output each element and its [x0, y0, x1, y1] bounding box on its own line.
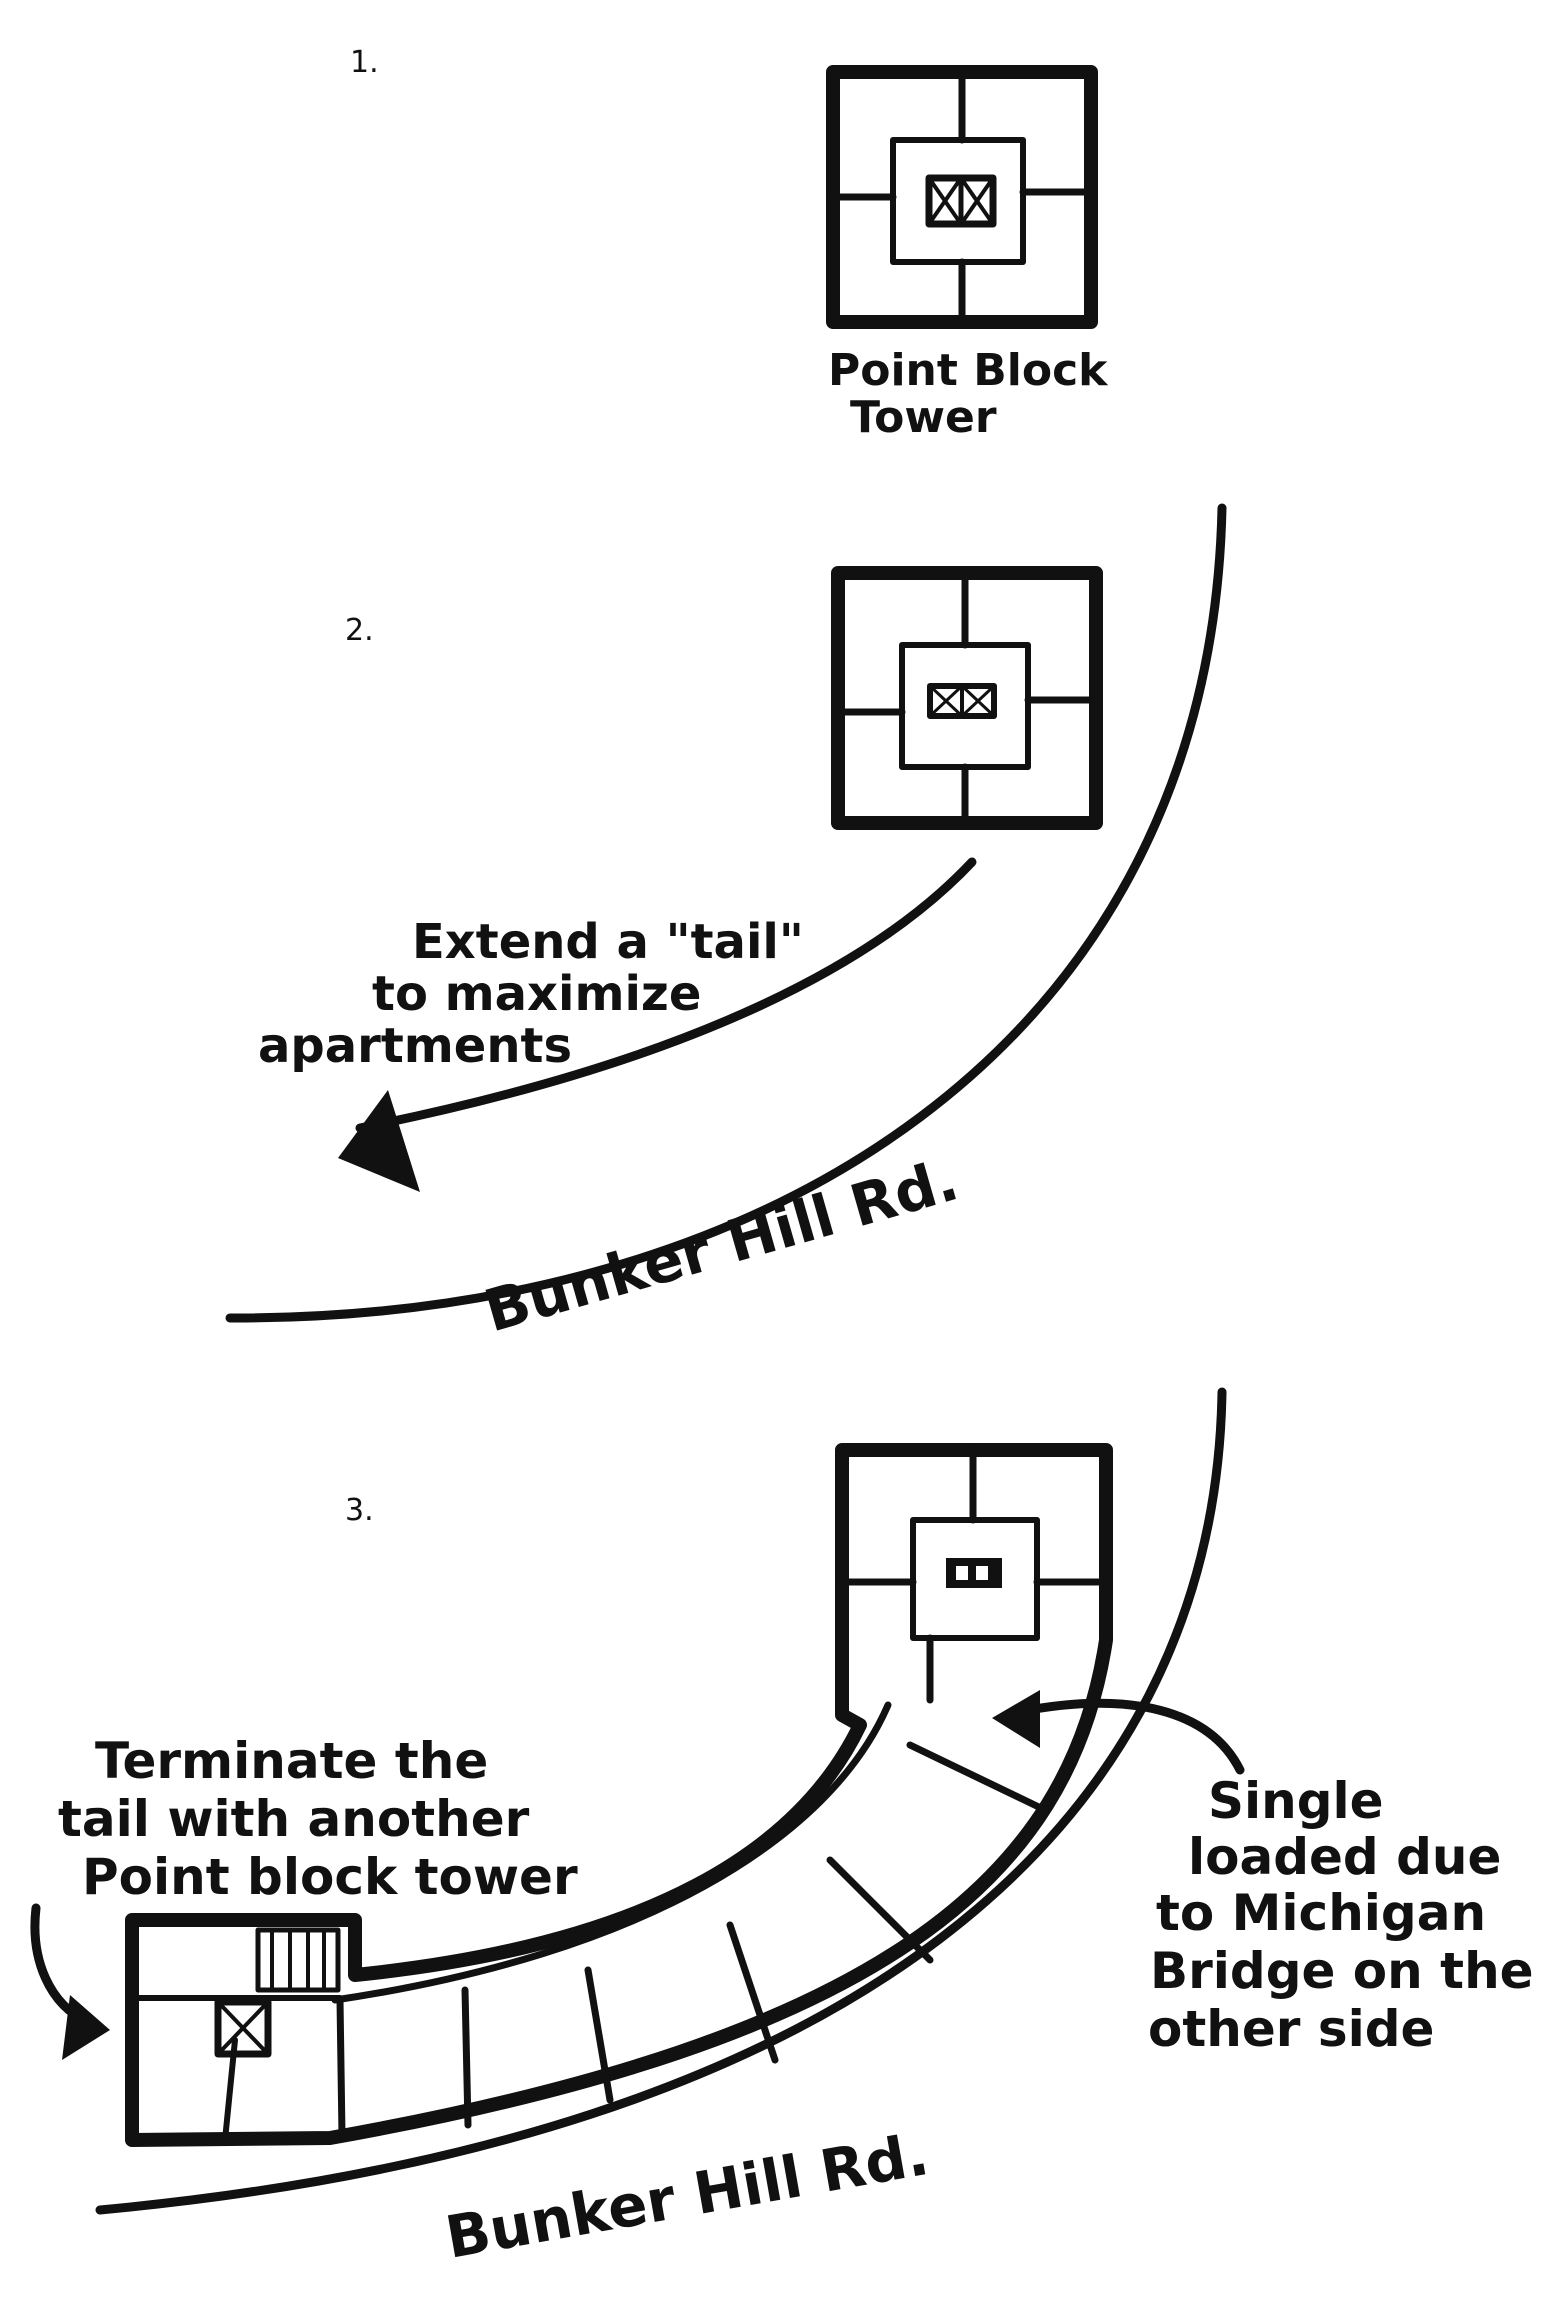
step-2-tower-plan: [831, 566, 1103, 830]
step-2-tail-arrow: [355, 857, 977, 1133]
step-3-left-note-line2: tail with another: [58, 1790, 530, 1848]
step-3-left-note-line3: Point block tower: [82, 1848, 578, 1906]
step-1-elevator-core-icon: [925, 174, 997, 228]
step-3-right-note-line3: to Michigan: [1156, 1884, 1486, 1942]
step-2-note-line2: to maximize: [372, 966, 701, 1022]
step-3-inner-road-line: [95, 1387, 1227, 2215]
step-1-tower-plan: [826, 65, 1098, 329]
step-2: 2. Extend a "tail" to maximize apartmen: [225, 503, 1227, 1345]
step-3-number: 3.: [345, 1493, 374, 1528]
step-3-road-label: Bunker Hill Rd.: [441, 2120, 934, 2272]
step-2-note-line3: apartments: [258, 1018, 572, 1074]
step-3: 3.: [30, 1387, 1534, 2272]
step-3-right-arrow: [1013, 1698, 1245, 1775]
step-2-elevator-core-icon: [927, 683, 997, 719]
step-3-right-arrowhead-icon: [992, 1690, 1040, 1748]
step-2-road-label: Bunker Hill Rd.: [477, 1145, 965, 1345]
step-3-right-note-line4: Bridge on the: [1150, 1942, 1534, 2000]
step-3-right-note-line5: other side: [1148, 2000, 1434, 2058]
step-3-top-elevator-core-icon: [946, 1558, 1002, 1588]
step-2-arrowhead-icon: [338, 1090, 420, 1192]
step-3-left-note-line1: Terminate the: [95, 1732, 488, 1790]
step-1-label-line2: Tower: [850, 392, 997, 443]
step-1: 1. Point Block Tower: [350, 45, 1109, 443]
step-2-road-line: [225, 503, 1227, 1323]
step-3-left-arrowhead-icon: [62, 1995, 110, 2060]
step-3-right-note-line2: loaded due: [1188, 1828, 1501, 1886]
step-1-number: 1.: [350, 45, 379, 80]
step-2-note-line1: Extend a "tail": [412, 914, 804, 970]
step-1-label-line1: Point Block: [828, 345, 1109, 396]
step-3-left-elevator-core-icon: [214, 1998, 272, 2058]
step-3-building-plan: [125, 1443, 1113, 2147]
step-3-right-note-line1: Single: [1208, 1772, 1384, 1830]
step-2-number: 2.: [345, 613, 374, 648]
step-3-left-stair-icon: [255, 1927, 341, 1993]
